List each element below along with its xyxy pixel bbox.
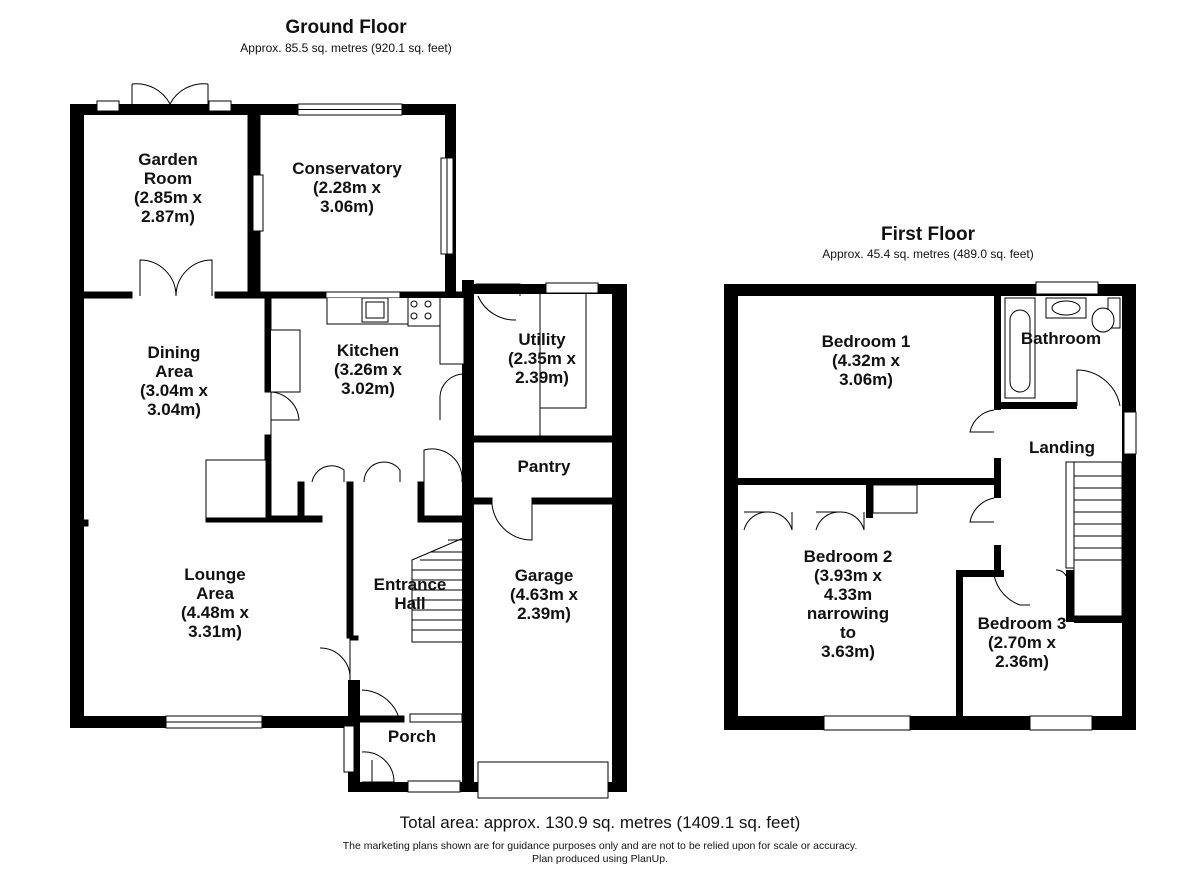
room-label-porch: Porch bbox=[387, 727, 437, 746]
total-area: Total area: approx. 130.9 sq. metres (14… bbox=[399, 813, 801, 832]
first-floor-title: First Floor bbox=[881, 224, 975, 245]
room-label-landing: Landing bbox=[1028, 438, 1096, 457]
first-floor-area: Approx. 45.4 sq. metres (489.0 sq. feet) bbox=[822, 247, 1034, 261]
room-label-bathroom: Bathroom bbox=[1020, 329, 1102, 348]
disclaimer-line-1: The marketing plans shown are for guidan… bbox=[342, 840, 858, 852]
ground-floor-title: Ground Floor bbox=[285, 17, 407, 38]
disclaimer-line-2: Plan produced using PlanUp. bbox=[531, 853, 668, 865]
ground-floor-area: Approx. 85.5 sq. metres (920.1 sq. feet) bbox=[240, 41, 452, 55]
ground-floor-plan bbox=[70, 83, 627, 799]
room-label-pantry: Pantry bbox=[517, 457, 571, 476]
first-floor-plan bbox=[724, 281, 1137, 731]
